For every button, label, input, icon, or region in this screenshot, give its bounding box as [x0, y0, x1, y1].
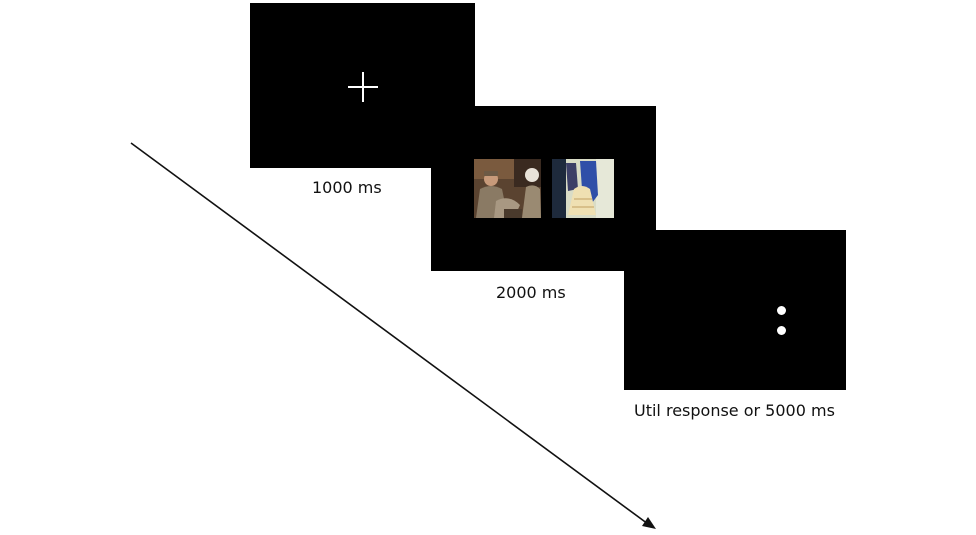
stimulus-duration-label: 2000 ms: [496, 283, 566, 302]
top-dot: [777, 306, 786, 315]
clothing-photo: [552, 159, 614, 218]
scene-photo: [474, 159, 541, 218]
response-screen: [624, 230, 846, 390]
fixation-duration-label: 1000 ms: [312, 178, 382, 197]
bottom-dot: [777, 326, 786, 335]
fixation-cross-vertical: [362, 72, 364, 102]
stimulus-screen: [431, 106, 656, 271]
response-duration-label: Util response or 5000 ms: [634, 401, 835, 420]
